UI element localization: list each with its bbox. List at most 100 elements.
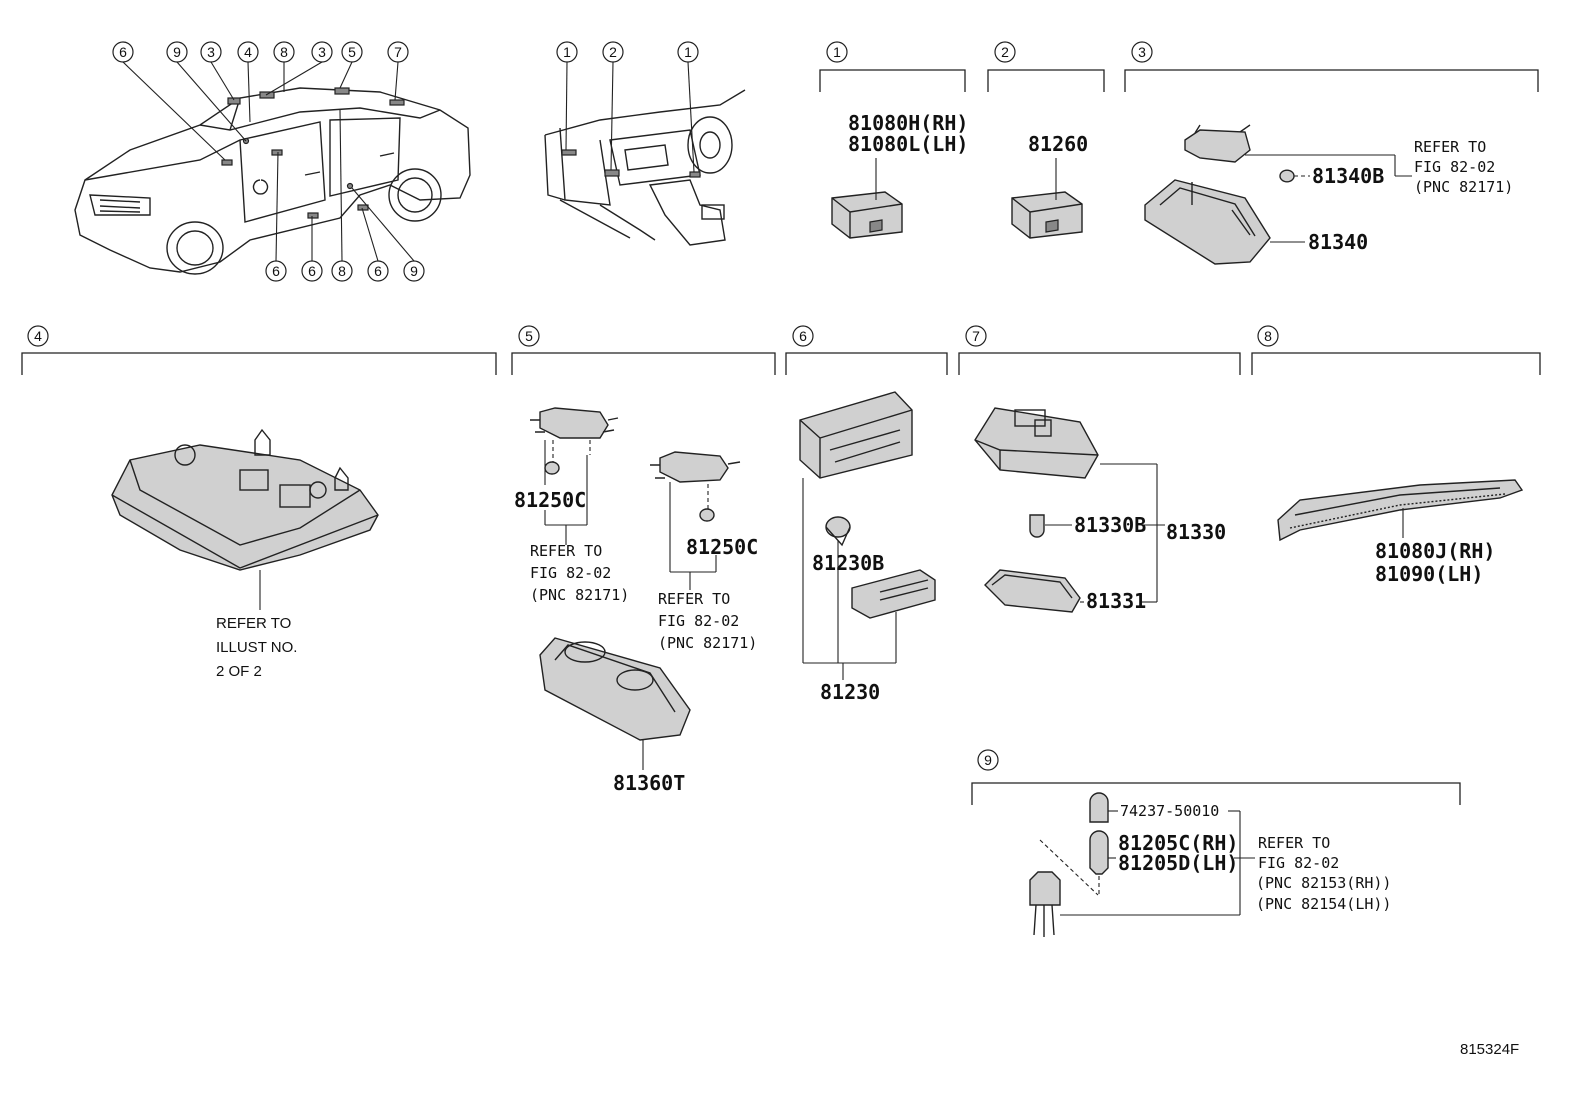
section-9-part-drawing — [1029, 792, 1255, 937]
section-2-badge — [994, 41, 1016, 63]
dash-callout-leaders — [565, 61, 695, 173]
car_callouts_top-label-7: 7 — [394, 44, 402, 60]
dash-callouts: 1 2 1 — [556, 41, 699, 63]
car-callouts-bottom: 6 6 8 6 9 — [265, 260, 425, 282]
car_callouts_bottom-label-0: 6 — [272, 263, 280, 279]
part-number-81250C-a: 81250C — [514, 488, 586, 512]
part-number-74237-50010: 74237-50010 — [1120, 802, 1219, 820]
section-1-part-drawing — [831, 158, 903, 239]
car_callouts_top-label-1: 9 — [173, 44, 181, 60]
section-8-number: 8 — [1264, 328, 1272, 344]
section-5-refer-b-line-3: (PNC 82171) — [658, 634, 757, 652]
section-4-refer-line-1: REFER TO — [216, 615, 291, 632]
section-3-number: 3 — [1138, 44, 1146, 60]
part-number-81250C-b: 81250C — [686, 535, 758, 559]
dash_callouts-label-0: 1 — [563, 44, 571, 60]
section-7-number: 7 — [972, 328, 980, 344]
section-4-number: 4 — [34, 328, 42, 344]
part-number-81090: 81090(LH) — [1375, 562, 1483, 586]
section-6-part-drawing — [799, 391, 936, 680]
section-3-refer-line-1: REFER TO — [1414, 138, 1486, 156]
car_callouts_bottom-label-1: 6 — [308, 263, 316, 279]
car_callouts_top-circle-0 — [112, 41, 134, 63]
part-number-81205C: 81205C(RH) — [1118, 831, 1238, 855]
car_callouts_top-label-5: 3 — [318, 44, 326, 60]
car_callouts_top-circle-1 — [166, 41, 188, 63]
part-number-81260: 81260 — [1028, 132, 1088, 156]
car_callouts_top-circle-2 — [200, 41, 222, 63]
part-number-81230B: 81230B — [812, 551, 884, 575]
section-3-refer-line-2: FIG 82-02 — [1414, 158, 1495, 176]
section-5-badge — [518, 325, 540, 347]
section-7-badge — [965, 325, 987, 347]
dash_callouts-circle-2 — [677, 41, 699, 63]
section-5-refer-a-line-3: (PNC 82171) — [530, 586, 629, 604]
section-3-badge — [1131, 41, 1153, 63]
car_callouts_bottom-label-3: 6 — [374, 263, 382, 279]
section-5-part-drawing — [530, 407, 741, 770]
dash_callouts-circle-0 — [556, 41, 578, 63]
section-5-number: 5 — [525, 328, 533, 344]
section-6-number: 6 — [799, 328, 807, 344]
car_callouts_top-label-0: 6 — [119, 44, 127, 60]
section-5-refer-b-line-2: FIG 82-02 — [658, 612, 739, 630]
car_callouts_top-circle-4 — [273, 41, 295, 63]
section-7-part-drawing — [974, 407, 1165, 613]
section-4-part-drawing — [111, 428, 379, 610]
section-9-refer-line-4: (PNC 82154(LH)) — [1256, 895, 1391, 913]
car_callouts_top-circle-6 — [341, 41, 363, 63]
part-number-81330: 81330 — [1166, 520, 1226, 544]
section-2-part-drawing — [1011, 158, 1083, 239]
car-callouts-top: 6 9 3 4 8 3 5 7 — [112, 41, 409, 63]
section-9-badge — [977, 749, 999, 771]
car_callouts_bottom-circle-4 — [403, 260, 425, 282]
dash_callouts-label-2: 1 — [684, 44, 692, 60]
section-8-badge — [1257, 325, 1279, 347]
car_callouts_top-label-2: 3 — [207, 44, 215, 60]
section-1-number: 1 — [833, 44, 841, 60]
section-brackets — [21, 69, 1541, 805]
dash_callouts-label-1: 2 — [609, 44, 617, 60]
car_callouts_bottom-label-4: 9 — [410, 263, 418, 279]
part-number-81230: 81230 — [820, 680, 880, 704]
diagram-id: 815324F — [1460, 1041, 1519, 1058]
dash_callouts-circle-1 — [602, 41, 624, 63]
section-9-number: 9 — [984, 752, 992, 768]
part-number-81080L: 81080L(LH) — [848, 132, 968, 156]
car-callout-leaders — [122, 61, 415, 262]
section-3-refer-line-3: (PNC 82171) — [1414, 178, 1513, 196]
section-1-badge — [826, 41, 848, 63]
car_callouts_bottom-circle-1 — [301, 260, 323, 282]
section-3-part-drawing — [1144, 124, 1412, 265]
part-number-81330B: 81330B — [1074, 513, 1146, 537]
car_callouts_top-label-3: 4 — [244, 44, 252, 60]
section-5-refer-b-line-1: REFER TO — [658, 590, 730, 608]
section-5-refer-a-line-1: REFER TO — [530, 542, 602, 560]
part-number-81205D: 81205D(LH) — [1118, 851, 1238, 875]
car_callouts_top-circle-7 — [387, 41, 409, 63]
section-8-part-drawing — [1277, 479, 1524, 542]
section-2-number: 2 — [1001, 44, 1009, 60]
car_callouts_top-label-6: 5 — [348, 44, 356, 60]
section-4-refer-line-2: ILLUST NO. — [216, 639, 297, 656]
part-number-81360T: 81360T — [613, 771, 685, 795]
dashboard-illustration — [544, 89, 746, 246]
part-number-81340B: 81340B — [1312, 164, 1384, 188]
section-9-refer-line-3: (PNC 82153(RH)) — [1256, 874, 1391, 892]
car_callouts_bottom-circle-0 — [265, 260, 287, 282]
car_callouts_top-circle-5 — [311, 41, 333, 63]
section-5-refer-a-line-2: FIG 82-02 — [530, 564, 611, 582]
section-6-badge — [792, 325, 814, 347]
section-4-badge — [27, 325, 49, 347]
section-4-refer-line-3: 2 OF 2 — [216, 663, 262, 680]
section-9-refer-line-2: FIG 82-02 — [1258, 854, 1339, 872]
car-overview-illustration — [74, 87, 471, 275]
car_callouts_bottom-circle-2 — [331, 260, 353, 282]
car_callouts_bottom-circle-3 — [367, 260, 389, 282]
car_callouts_top-circle-3 — [237, 41, 259, 63]
part-number-81331: 81331 — [1086, 589, 1146, 613]
car_callouts_bottom-label-2: 8 — [338, 263, 346, 279]
part-number-81340: 81340 — [1308, 230, 1368, 254]
car_callouts_top-label-4: 8 — [280, 44, 288, 60]
